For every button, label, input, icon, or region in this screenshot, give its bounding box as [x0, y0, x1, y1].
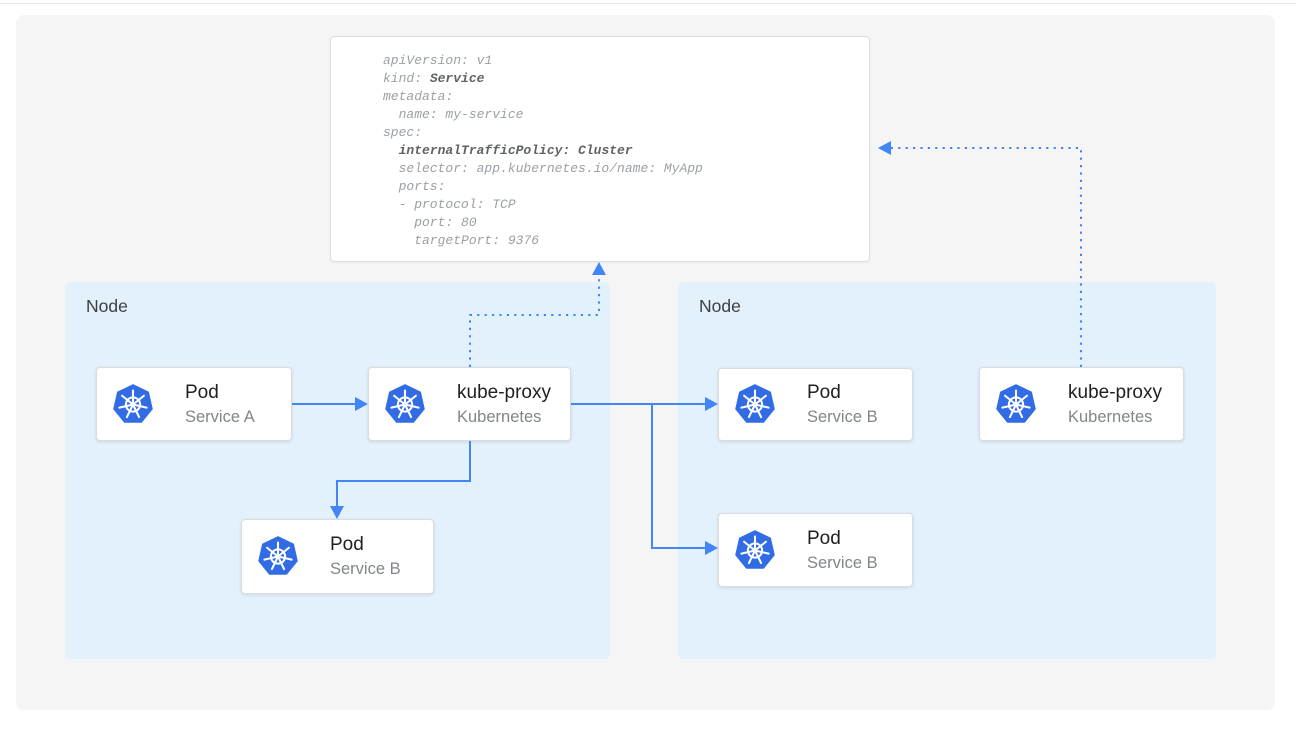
- card-title: Pod: [330, 534, 364, 555]
- yaml-line: spec:: [383, 125, 423, 140]
- card-subtitle: Kubernetes: [1068, 407, 1153, 426]
- top-divider: [0, 3, 1296, 4]
- card-subtitle: Service B: [330, 560, 401, 578]
- kubernetes-icon: [734, 383, 776, 424]
- yaml-line: metadata:: [383, 89, 454, 104]
- pod-service-a-card: Pod Service A: [96, 367, 292, 441]
- node-box-left: Node: [65, 282, 610, 659]
- service-yaml-box: apiVersion: v1 kind: Service metadata: n…: [330, 36, 870, 262]
- yaml-line: internalTrafficPolicy: Cluster: [398, 143, 633, 158]
- yaml-line: selector: app.kubernetes.io/name: MyApp: [383, 161, 703, 176]
- kube-proxy-left-card: kube-proxy Kubernetes: [368, 367, 571, 441]
- pod-service-b-left-card: Pod Service B: [241, 519, 434, 594]
- yaml-line: port: 80: [383, 215, 477, 230]
- card-title: Pod: [185, 381, 219, 403]
- kubernetes-icon: [384, 382, 426, 424]
- yaml-line: ports:: [383, 179, 446, 194]
- card-title: kube-proxy: [1068, 381, 1162, 403]
- card-subtitle: Service A: [185, 407, 255, 426]
- yaml-code: apiVersion: v1 kind: Service metadata: n…: [383, 52, 703, 250]
- kubernetes-icon: [257, 535, 299, 576]
- pod-service-b-right-top-card: Pod Service B: [718, 368, 913, 441]
- yaml-line: - protocol: TCP: [383, 197, 516, 212]
- card-title: Pod: [807, 527, 841, 549]
- kubernetes-icon: [112, 382, 154, 424]
- card-title: kube-proxy: [457, 381, 551, 403]
- pod-service-b-right-bottom-card: Pod Service B: [718, 513, 913, 587]
- node-box-right: Node: [678, 282, 1216, 659]
- yaml-line: kind: Service: [383, 71, 485, 86]
- yaml-line: targetPort: 9376: [383, 233, 540, 248]
- node-label: Node: [86, 296, 128, 316]
- kubernetes-icon: [995, 382, 1037, 424]
- kube-proxy-right-card: kube-proxy Kubernetes: [979, 367, 1184, 441]
- node-label: Node: [699, 296, 741, 316]
- card-subtitle: Service B: [807, 553, 878, 572]
- yaml-line: apiVersion: v1: [383, 53, 493, 68]
- kubernetes-icon: [734, 528, 776, 570]
- card-subtitle: Service B: [807, 408, 878, 426]
- card-subtitle: Kubernetes: [457, 407, 542, 426]
- yaml-line: name: my-service: [383, 107, 524, 122]
- card-title: Pod: [807, 382, 841, 403]
